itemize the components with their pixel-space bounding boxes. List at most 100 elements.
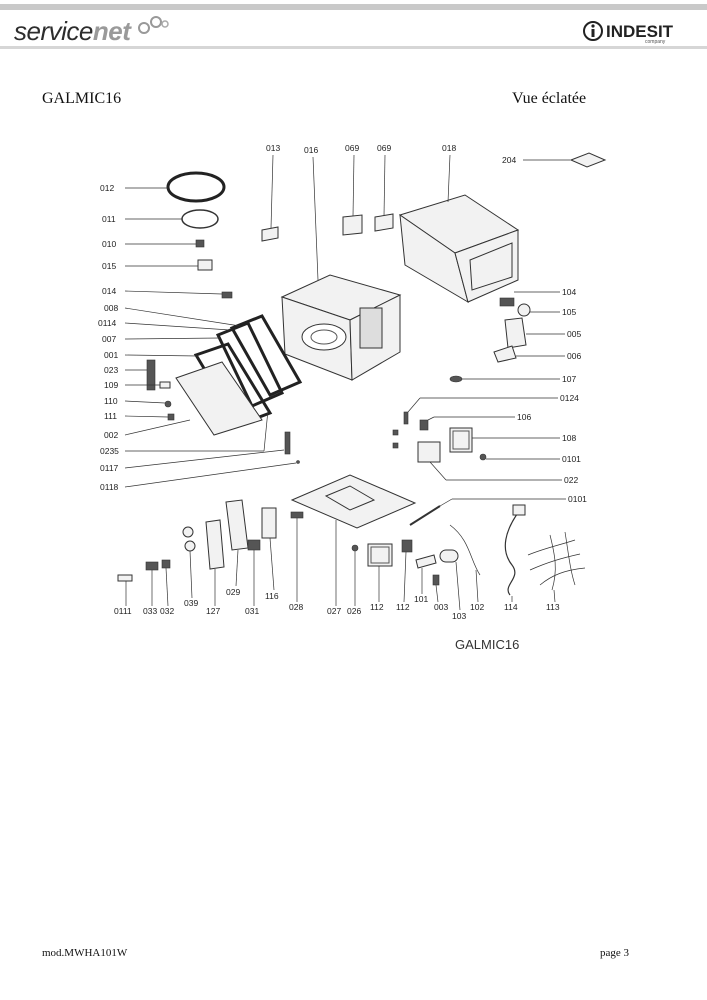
label-0118: 0118 <box>100 482 119 492</box>
label-0114: 0114 <box>98 318 117 328</box>
label-114: 114 <box>504 602 518 612</box>
brand-text-service: service <box>14 16 93 46</box>
label-106: 106 <box>517 412 531 422</box>
fan-bracket-005 <box>504 317 527 349</box>
label-010: 010 <box>102 239 116 249</box>
footer-page: page 3 <box>600 947 630 959</box>
label-0101-b: 0101 <box>568 494 587 504</box>
sheet-069-b <box>374 213 394 232</box>
label-032: 032 <box>160 606 174 616</box>
panel-127 <box>205 519 225 570</box>
door-frame-007 <box>215 321 285 408</box>
label-112-b: 112 <box>396 602 410 612</box>
label-101: 101 <box>414 594 428 604</box>
label-002: 002 <box>104 430 118 440</box>
label-026: 026 <box>347 606 361 616</box>
plug-114 <box>512 504 526 516</box>
label-014: 014 <box>102 286 116 296</box>
part-026 <box>351 544 359 552</box>
label-110: 110 <box>104 396 118 406</box>
label-113: 113 <box>546 602 560 612</box>
label-112-a: 112 <box>370 602 384 612</box>
header-top-rule <box>0 4 707 10</box>
part-110 <box>164 400 172 408</box>
wire-harness-113 <box>527 531 586 591</box>
part-107 <box>449 375 463 383</box>
label-022: 022 <box>564 475 578 485</box>
label-018: 018 <box>442 143 456 153</box>
transformer-112 <box>367 543 393 567</box>
base-plate-027 <box>290 474 417 529</box>
transformer-108 <box>449 427 473 453</box>
header-bar: servicenet INDESIT company <box>0 0 707 49</box>
label-069-a: 069 <box>345 143 359 153</box>
fan-006 <box>493 345 517 363</box>
label-069-b: 069 <box>377 143 391 153</box>
part-0118 <box>296 460 300 464</box>
indesit-logo-subtext: company <box>645 39 666 45</box>
view-title: Vue éclatée <box>512 90 587 107</box>
label-107: 107 <box>562 374 576 384</box>
part-014 <box>221 291 233 299</box>
label-033: 033 <box>143 606 157 616</box>
top-labels: 013 016 069 069 018 204 <box>266 143 570 281</box>
cavity-016 <box>280 274 402 381</box>
bottom-labels: 0111 033 032 039 127 029 031 116 028 027… <box>114 518 560 621</box>
coupler-010 <box>195 239 205 248</box>
right-labels: 104 105 005 006 107 0124 106 108 0101 02… <box>407 287 587 507</box>
label-108: 108 <box>562 433 576 443</box>
exploded-view-diagram: 012 011 010 015 014 008 0114 007 001 023… <box>98 143 607 652</box>
label-111: 111 <box>104 411 117 421</box>
door-panel-002 <box>175 361 263 436</box>
label-027: 027 <box>327 606 341 616</box>
knob-039-b <box>184 540 196 552</box>
indesit-logo-text: INDESIT <box>606 22 674 41</box>
latch-023 <box>146 359 156 391</box>
part-109 <box>159 381 171 389</box>
label-016: 016 <box>304 145 318 155</box>
part-105 <box>517 303 531 317</box>
label-015: 015 <box>102 261 116 271</box>
door-frame-008 <box>229 314 303 397</box>
label-006: 006 <box>567 351 581 361</box>
part-032 <box>161 559 171 569</box>
label-013: 013 <box>266 143 280 153</box>
sheet-069-a <box>342 214 363 236</box>
gears-icon <box>138 16 169 34</box>
label-039: 039 <box>184 598 198 608</box>
part-022 <box>417 441 441 463</box>
label-008: 008 <box>104 303 118 313</box>
label-028: 028 <box>289 602 303 612</box>
label-012: 012 <box>100 183 114 193</box>
roller-ring-011 <box>181 209 219 229</box>
label-0124: 0124 <box>560 393 579 403</box>
part-104 <box>499 297 515 307</box>
servicenet-logo: servicenet <box>14 16 131 47</box>
part-028 <box>290 511 304 519</box>
part-112-b <box>401 539 413 553</box>
label-005: 005 <box>567 329 581 339</box>
label-116: 116 <box>265 591 279 601</box>
label-003: 003 <box>434 602 448 612</box>
label-105: 105 <box>562 307 576 317</box>
pcb-116 <box>261 507 277 539</box>
label-204 <box>569 152 607 168</box>
power-cord-114 <box>504 509 521 596</box>
label-0117: 0117 <box>100 463 119 473</box>
capacitor-103 <box>439 549 459 563</box>
small-part-b <box>392 442 399 449</box>
small-part-a <box>392 429 399 436</box>
part-101 <box>415 554 437 569</box>
footer-model: mod.MWHA101W <box>42 947 128 959</box>
part-0117 <box>284 431 291 455</box>
cable-102 <box>449 524 481 576</box>
control-panel-029 <box>225 499 249 551</box>
label-0235: 0235 <box>100 446 119 456</box>
label-104: 104 <box>562 287 576 297</box>
label-001: 001 <box>104 350 118 360</box>
part-031 <box>247 539 261 551</box>
knob-039-a <box>182 526 194 538</box>
label-109: 109 <box>104 380 118 390</box>
motor-015 <box>197 259 213 271</box>
plate-013 <box>261 226 279 242</box>
